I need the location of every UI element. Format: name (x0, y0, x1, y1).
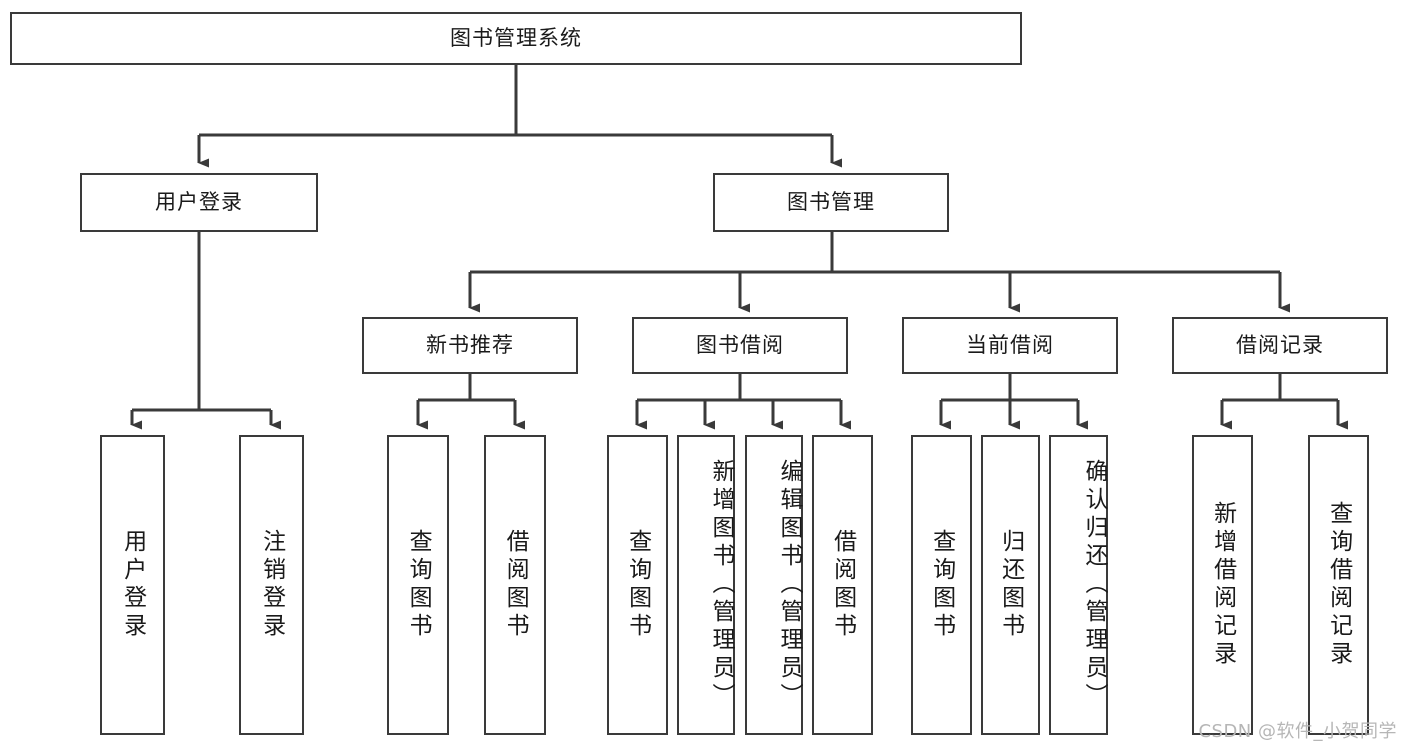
leaf-book-borrow-query[interactable]: 查询图书 (607, 435, 668, 735)
leaf-borrow-record-add[interactable]: 新增借阅记录 (1192, 435, 1253, 735)
node-label: 查询图书 (624, 529, 651, 641)
node-book-borrow[interactable]: 图书借阅 (632, 317, 848, 374)
node-label: 图书管理 (787, 189, 875, 214)
node-label: 归还图书 (997, 529, 1024, 641)
leaf-new-book-borrow[interactable]: 借阅图书 (484, 435, 546, 735)
leaf-current-borrow-query[interactable]: 查询图书 (911, 435, 972, 735)
node-label: 确认归还（管理员） (1081, 459, 1107, 711)
node-new-book-recommend[interactable]: 新书推荐 (362, 317, 578, 374)
leaf-current-borrow-return[interactable]: 归还图书 (981, 435, 1040, 735)
node-label: 图书借阅 (696, 332, 784, 357)
leaf-new-book-query[interactable]: 查询图书 (387, 435, 449, 735)
leaf-book-borrow-add[interactable]: 新增图书（管理员） (677, 435, 735, 735)
node-current-borrow[interactable]: 当前借阅 (902, 317, 1118, 374)
leaf-book-borrow-edit[interactable]: 编辑图书（管理员） (745, 435, 803, 735)
node-label: 借阅图书 (502, 529, 529, 641)
leaf-user-login-logout[interactable]: 注销登录 (239, 435, 304, 735)
node-label: 查询图书 (928, 529, 955, 641)
node-label: 新增图书（管理员） (708, 459, 734, 711)
node-root-system[interactable]: 图书管理系统 (10, 12, 1022, 65)
node-label: 查询图书 (405, 529, 432, 641)
node-label: 编辑图书（管理员） (776, 459, 802, 711)
node-user-login[interactable]: 用户登录 (80, 173, 318, 232)
node-label: 借阅图书 (829, 529, 856, 641)
leaf-current-borrow-confirm[interactable]: 确认归还（管理员） (1049, 435, 1108, 735)
leaf-user-login-login[interactable]: 用户登录 (100, 435, 165, 735)
node-label: 用户登录 (155, 189, 243, 214)
leaf-book-borrow-borrow[interactable]: 借阅图书 (812, 435, 873, 735)
node-label: 图书管理系统 (450, 25, 582, 50)
node-label: 用户登录 (119, 529, 146, 641)
leaf-borrow-record-query[interactable]: 查询借阅记录 (1308, 435, 1369, 735)
node-borrow-record[interactable]: 借阅记录 (1172, 317, 1388, 374)
csdn-watermark: CSDN @软件_小贺同学 (1198, 721, 1397, 742)
node-label: 新书推荐 (426, 332, 514, 357)
node-label: 当前借阅 (966, 332, 1054, 357)
node-label: 借阅记录 (1236, 332, 1324, 357)
node-book-management[interactable]: 图书管理 (713, 173, 949, 232)
node-label: 注销登录 (258, 529, 285, 641)
node-label: 新增借阅记录 (1209, 501, 1236, 669)
node-label: 查询借阅记录 (1325, 501, 1352, 669)
